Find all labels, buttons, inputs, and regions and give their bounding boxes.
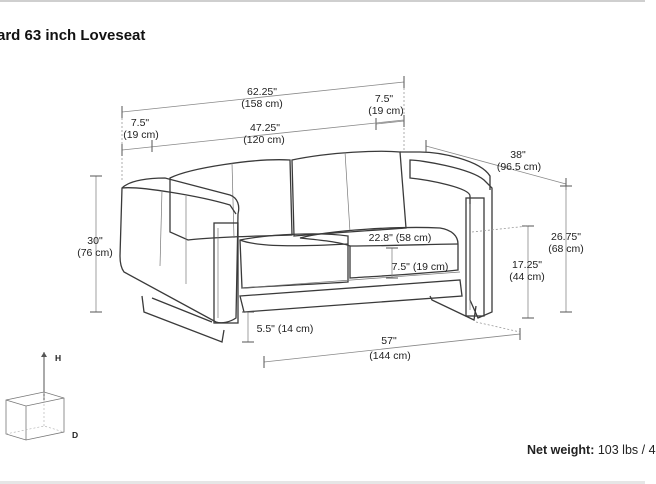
axis-depth-label: D bbox=[72, 430, 78, 440]
orientation-cube: H D bbox=[5, 352, 78, 441]
inner-width-cm: (120 cm) bbox=[243, 134, 284, 146]
base-width-cm: (144 cm) bbox=[369, 350, 410, 362]
overall-width-cm: (158 cm) bbox=[241, 98, 282, 110]
left-arm-width-cm: (19 cm) bbox=[123, 129, 159, 141]
overall-height-in: 30" bbox=[87, 235, 103, 247]
axis-height-label: H bbox=[55, 353, 61, 363]
net-weight-value: 103 lbs / 4 bbox=[597, 443, 656, 457]
seat-depth-label: 22.8" (58 cm) bbox=[369, 232, 432, 244]
seat-height-in: 17.25" bbox=[512, 259, 542, 271]
overall-width-in: 62.25" bbox=[247, 86, 277, 98]
dimension-labels: 62.25" (158 cm) 7.5" (19 cm) 7.5" (19 cm… bbox=[77, 86, 584, 362]
inner-width-in: 47.25" bbox=[250, 122, 280, 134]
overall-depth-in: 38" bbox=[510, 149, 526, 161]
seat-height-cm: (44 cm) bbox=[509, 271, 545, 283]
cushion-thickness-label: 7.5" (19 cm) bbox=[392, 261, 449, 273]
net-weight: Net weight: 103 lbs / 4 bbox=[527, 443, 656, 457]
right-arm-width-in: 7.5" bbox=[375, 93, 394, 105]
arm-height-in: 26.75" bbox=[551, 231, 581, 243]
overall-depth-cm: (96.5 cm) bbox=[497, 161, 541, 173]
leg-clearance-label: 5.5" (14 cm) bbox=[257, 323, 314, 335]
page-title: ard 63 inch Loveseat bbox=[0, 27, 146, 44]
base-width-in: 57" bbox=[381, 335, 397, 347]
loveseat-outline bbox=[119, 150, 493, 343]
left-arm-width-in: 7.5" bbox=[131, 117, 150, 129]
overall-height-cm: (76 cm) bbox=[77, 247, 113, 259]
net-weight-label: Net weight: bbox=[527, 443, 595, 457]
top-border bbox=[0, 0, 645, 2]
dimension-lines bbox=[90, 76, 572, 368]
bottom-border bbox=[0, 481, 645, 484]
right-arm-width-cm: (19 cm) bbox=[368, 105, 404, 117]
arm-height-cm: (68 cm) bbox=[548, 243, 584, 255]
